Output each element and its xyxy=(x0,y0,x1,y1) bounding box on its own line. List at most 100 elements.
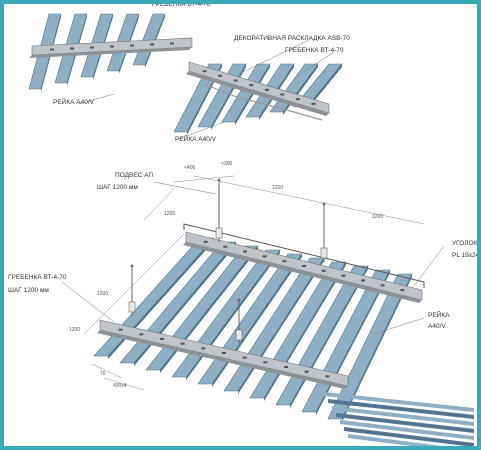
corner-slat xyxy=(344,427,474,446)
main-rail-front-hole xyxy=(222,352,226,354)
label-angle-1: УГОЛОК xyxy=(452,240,478,247)
main-rail-front-shade xyxy=(97,330,348,389)
top-right-comb-rail-shade xyxy=(186,71,329,116)
bottom-right-detail xyxy=(324,392,474,446)
main-rail-front-hole xyxy=(263,361,268,364)
main-rail-back-hole xyxy=(302,265,306,267)
label-top-left-cut: ГРЕБЕНКА ВТ-4-70 xyxy=(152,1,211,8)
label-rail-main-1: РЕЙКА xyxy=(428,312,450,319)
hanger-2-clamp xyxy=(320,247,328,259)
leader-comb-main xyxy=(61,281,115,323)
dim-line-bottom xyxy=(91,363,123,379)
top-right-comb-rail-hole xyxy=(264,88,269,91)
angle-profile xyxy=(183,223,425,288)
label-hanger-1: ПОДВЕС АП xyxy=(115,172,154,179)
label-comb-main-1: ГРЕБЕНКА ВТ-4-70 xyxy=(8,274,67,281)
leader-angle xyxy=(413,245,445,287)
leader-decor-strip xyxy=(238,39,310,75)
main-rail-back-hole xyxy=(262,255,267,258)
label-angle-2: PL 19х24 xyxy=(452,252,480,259)
label-top-left-rail: РЕЙКА А40/V xyxy=(53,99,94,106)
top-left-comb-rail-shade xyxy=(29,47,192,58)
leader-top-right-rail xyxy=(175,121,225,141)
dim-d4: 1200 xyxy=(372,214,384,220)
dim-d6: 1200 xyxy=(97,291,109,297)
main-assembly xyxy=(93,178,425,422)
main-rail-back-hole xyxy=(361,279,365,282)
top-right-comb-rail-hole xyxy=(249,84,254,87)
main-rail-front-hole xyxy=(304,370,309,373)
top-right-comb-rail-hole xyxy=(202,70,207,73)
hanger-1-anchor xyxy=(217,178,221,182)
top-left-comb-rail-hole xyxy=(170,42,174,45)
corner-slat xyxy=(336,413,474,433)
dim-line-top xyxy=(193,175,425,225)
label-hanger-2: ШАГ 1200 мм xyxy=(97,184,138,191)
main-rail-back-hole xyxy=(282,260,287,263)
dim-d2: <400 xyxy=(184,165,196,171)
main-slat-edge xyxy=(342,274,412,422)
top-left-comb-rail-hole xyxy=(90,46,94,49)
ceiling-assembly-drawing xyxy=(28,13,474,446)
dim-line-short xyxy=(173,175,235,183)
corner-slat xyxy=(328,399,474,419)
main-rail-back-hole xyxy=(203,240,208,243)
top-right-detail xyxy=(173,61,343,135)
corner-slat xyxy=(332,406,474,426)
main-rail-front-hole xyxy=(325,375,330,378)
main-rail-back-shade xyxy=(183,242,422,303)
leader-and-dimension-lines xyxy=(61,39,445,391)
corner-slat xyxy=(340,420,474,440)
main-rail-front-hole xyxy=(201,347,206,350)
top-right-slat-edge xyxy=(307,64,342,110)
top-right-comb-rail-hole xyxy=(233,79,238,82)
main-rail-front-hole xyxy=(284,366,288,368)
dim-d7: 1200 xyxy=(69,327,81,333)
main-rail-back-hole xyxy=(341,274,346,277)
top-right-comb-rail-hole xyxy=(311,102,316,105)
main-rail-front-hole xyxy=(139,333,144,336)
dim-d5: 1200 xyxy=(164,211,176,217)
dim-d1: 1200 xyxy=(272,185,284,191)
main-rail-back-hole xyxy=(380,284,385,287)
main-rail-back-hole xyxy=(243,250,247,253)
main-rail-back-hole xyxy=(321,269,326,272)
top-right-comb-rail-hole xyxy=(280,93,285,96)
main-rail-back-hole xyxy=(223,245,228,248)
dim-line-bottom-2 xyxy=(103,377,145,391)
top-right-comb-rail-hole xyxy=(295,98,300,101)
hanger-3-clamp xyxy=(128,301,136,313)
hanger-4-anchor xyxy=(237,298,241,302)
dim-line-left xyxy=(83,233,185,335)
top-left-detail xyxy=(28,13,193,92)
leader-comb-top xyxy=(293,51,335,79)
leader-hanger xyxy=(153,181,217,195)
top-left-comb-rail-hole xyxy=(50,48,54,51)
dim-line-left-2 xyxy=(143,188,175,221)
dim-d9: 400х4 xyxy=(113,383,127,389)
main-rail-front-hole xyxy=(160,338,164,340)
top-left-comb-rail-hole xyxy=(130,44,134,47)
hanger-4-clamp xyxy=(235,329,243,341)
main-rail-front-hole xyxy=(180,342,185,345)
label-comb-top: ГРЕБЕНКА ВТ-4-70 xyxy=(285,47,344,54)
main-rail-back-hole xyxy=(400,289,405,292)
top-left-comb-rail-hole xyxy=(150,43,154,46)
dim-d3: <300 xyxy=(221,161,233,167)
label-decor-strip: ДЕКОРАТИВНАЯ РАСКЛАДКА АSВ-70 xyxy=(234,35,350,42)
hanger-1-clamp xyxy=(215,227,223,239)
hanger-3-anchor xyxy=(130,264,134,268)
corner-slat xyxy=(348,434,443,446)
main-rail-front-hole xyxy=(242,356,247,359)
decor-strip-line xyxy=(203,83,323,121)
label-top-right-rail: РЕЙКА А40/V xyxy=(175,136,216,143)
label-rail-main-2: А40/V xyxy=(428,323,446,330)
label-comb-main-2: ШАГ 1200 мм xyxy=(8,287,49,294)
corner-slat xyxy=(324,392,474,412)
main-rail-front-hole xyxy=(118,328,123,331)
top-left-comb-rail-hole xyxy=(70,47,74,50)
top-right-comb-rail-hole xyxy=(218,74,223,77)
leader-top-left-rail xyxy=(78,93,115,105)
dim-d8: 70 xyxy=(100,371,106,377)
